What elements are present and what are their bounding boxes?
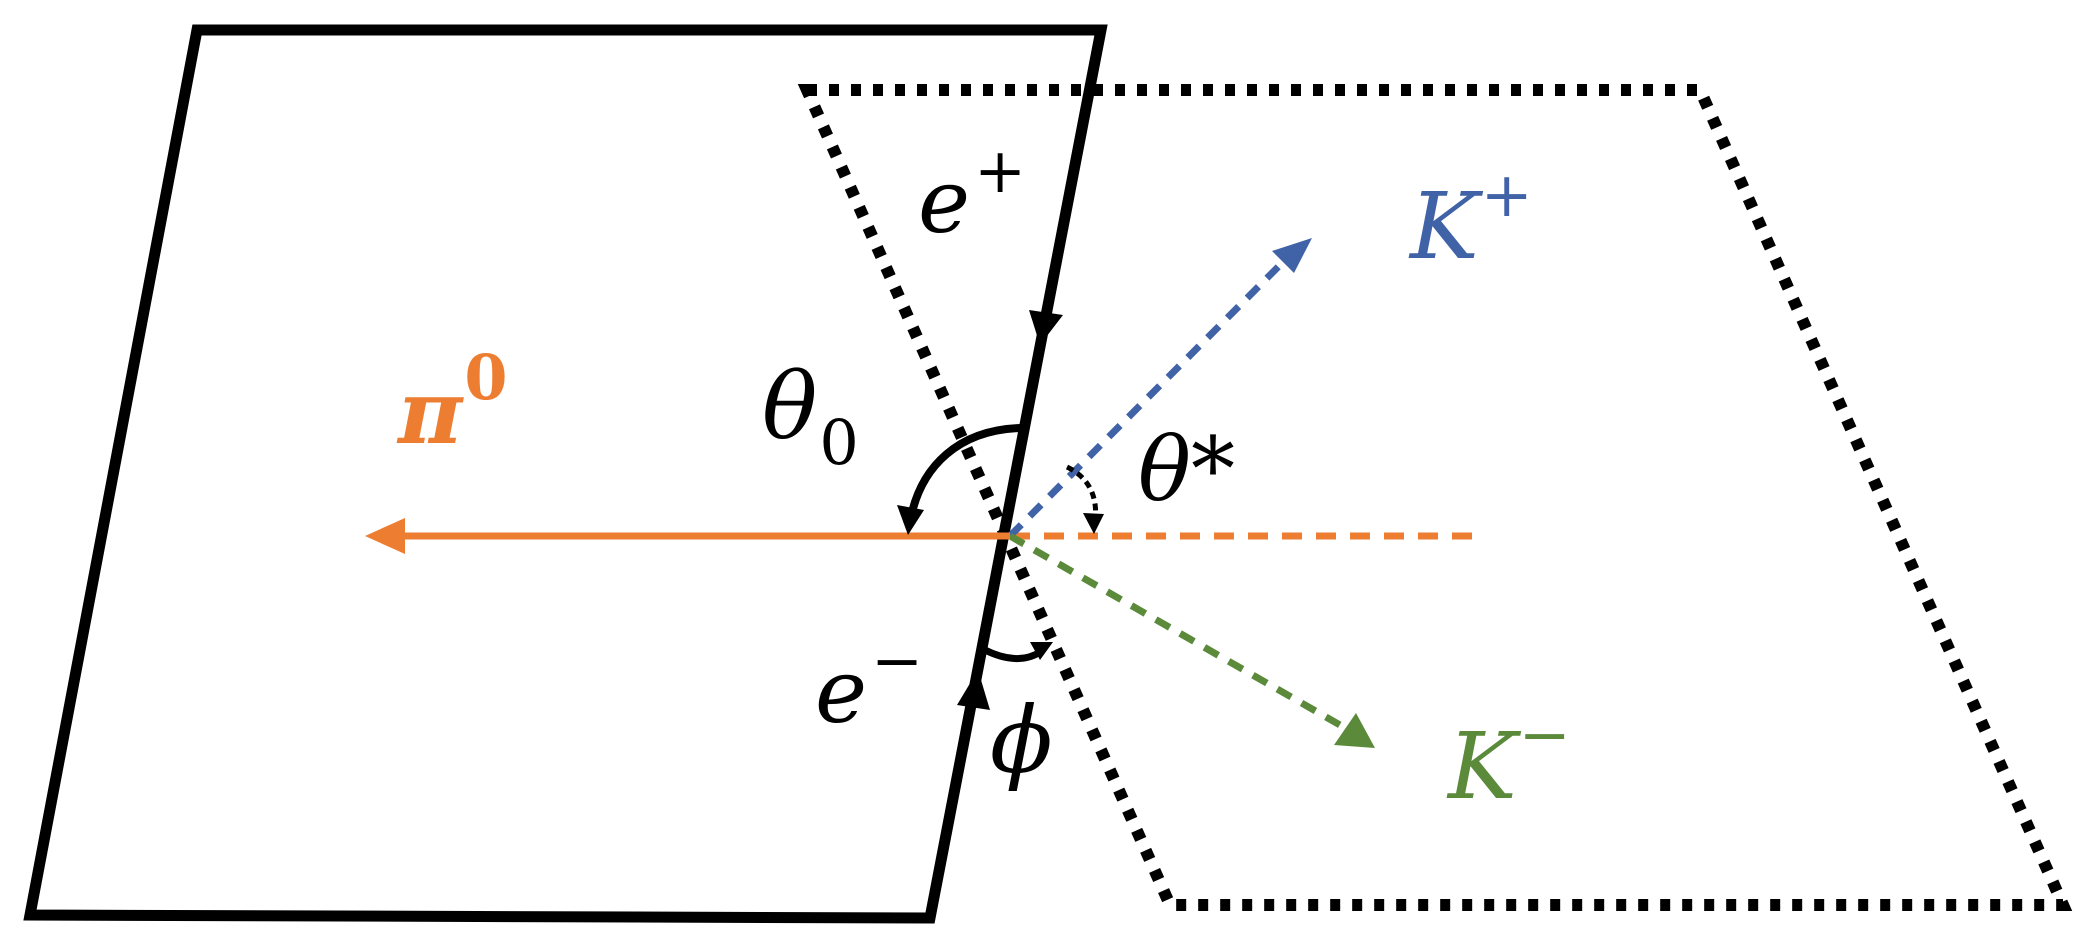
theta-zero-arrowhead: [897, 505, 924, 535]
pion-arrowhead: [365, 518, 405, 554]
k-minus-track: [1008, 532, 1342, 729]
theta-star-arc: [1065, 464, 1099, 523]
k-plus-track: [1007, 257, 1288, 539]
electron-positron-plane: [23, 24, 1108, 924]
phi-arc: [983, 646, 1042, 662]
phi-label: ϕ: [990, 687, 1053, 794]
e-minus-arrowhead: [957, 670, 990, 710]
e-plus-arrowhead: [1029, 310, 1063, 345]
k-plus-label: K+: [1408, 158, 1533, 280]
pi-zero-label: π0: [396, 341, 508, 464]
k-minus-arrowhead: [1334, 713, 1375, 748]
k-plus-arrowhead: [1272, 238, 1312, 273]
k-minus-label: K−: [1446, 698, 1571, 820]
theta-zero-arc: [906, 424, 1021, 523]
theta-star-arrowhead: [1083, 513, 1104, 534]
e-plus-label: e+: [918, 134, 1026, 253]
theta-star-label: θ*: [1138, 418, 1235, 521]
e-minus-label: e−: [815, 624, 923, 743]
kaon-decay-plane: [797, 84, 2073, 911]
theta-zero-label: θ0: [762, 353, 859, 479]
phi-arrowhead: [1030, 642, 1053, 660]
